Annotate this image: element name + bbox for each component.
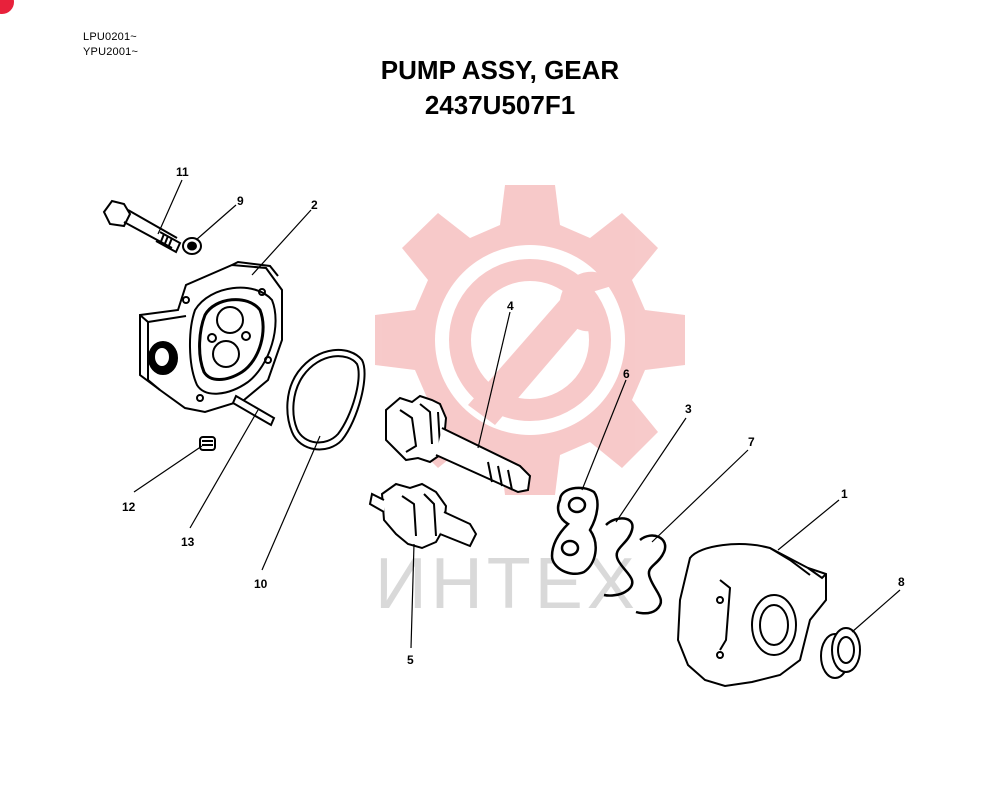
callout-11: 11	[176, 165, 189, 179]
callout-2: 2	[311, 198, 318, 212]
washer-part	[182, 237, 202, 255]
bolt-part	[102, 199, 182, 254]
wear-plate-part	[550, 486, 599, 575]
oil-seal-part	[820, 627, 861, 679]
plug-part	[199, 436, 216, 451]
watermark-text: ИНТЕХ	[375, 544, 639, 624]
gear-wrench-logo-icon	[375, 185, 685, 495]
callout-8: 8	[898, 575, 905, 589]
callout-12: 12	[122, 500, 136, 514]
callout-3: 3	[685, 402, 692, 416]
drive-gear-shaft-part	[385, 394, 532, 494]
callout-9: 9	[237, 194, 244, 208]
part-number: 2437U507F1	[424, 90, 576, 120]
callout-7: 7	[748, 435, 755, 449]
page-title: PUMP ASSY, GEAR	[380, 55, 620, 85]
callout-13: 13	[181, 535, 195, 549]
serial-range: LPU0201~ YPU2001~	[83, 30, 138, 60]
callout-10: 10	[254, 577, 268, 591]
callout-6: 6	[623, 367, 630, 381]
callout-1: 1	[841, 487, 848, 501]
serial-range-line-2: YPU2001~	[83, 46, 139, 58]
leader-lines	[133, 179, 901, 649]
pump-body-part	[676, 543, 827, 688]
backup-seal-part	[603, 517, 634, 597]
driven-gear-part	[368, 482, 478, 550]
gasket-seal-part	[635, 534, 667, 615]
front-cover-part	[139, 260, 283, 414]
serial-range-line-1: LPU0201~	[83, 31, 137, 43]
callout-5: 5	[407, 653, 414, 667]
o-ring-part	[286, 348, 366, 451]
callout-4: 4	[507, 299, 514, 313]
pin-part	[231, 394, 276, 427]
